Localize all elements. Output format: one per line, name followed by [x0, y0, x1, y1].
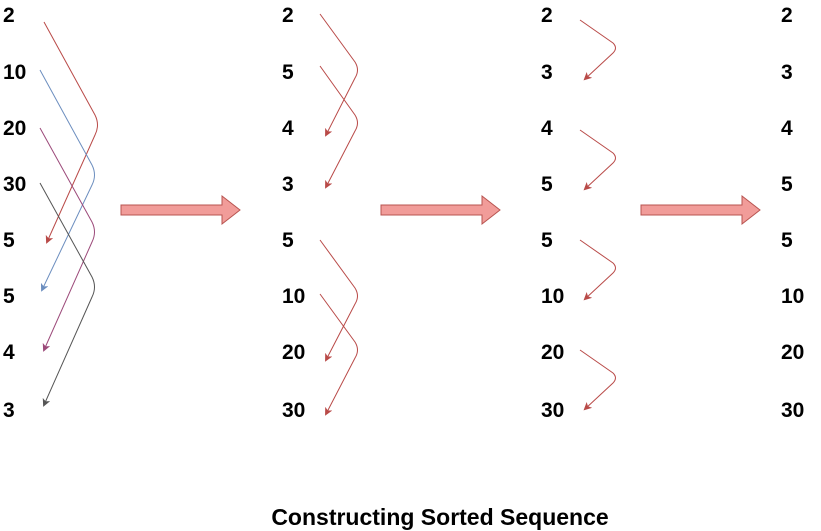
stage-arrow-2	[380, 194, 501, 226]
col1-item-7: 4	[3, 341, 15, 364]
merge-connector-12	[579, 349, 616, 411]
col2-item-2: 5	[282, 61, 294, 84]
merge-connector-6	[319, 65, 358, 189]
col4-item-5: 5	[781, 229, 793, 252]
col4-item-7: 20	[781, 341, 805, 364]
merge-connector-11	[579, 239, 616, 301]
merge-connector-1	[43, 21, 98, 244]
col2-item-5: 5	[282, 229, 294, 252]
col1-item-6: 5	[3, 285, 15, 308]
col2-item-6: 10	[282, 285, 306, 308]
merge-connector-9	[579, 19, 616, 81]
col4-item-3: 4	[781, 117, 793, 140]
col4-item-2: 3	[781, 61, 793, 84]
col1-item-4: 30	[3, 173, 27, 196]
col1-item-8: 3	[3, 399, 15, 422]
col3-item-6: 10	[541, 285, 565, 308]
merge-connector-8	[319, 293, 358, 416]
stage-arrow-3	[640, 194, 761, 226]
col4-item-8: 30	[781, 399, 805, 422]
col1-item-2: 10	[3, 61, 27, 84]
col3-item-3: 4	[541, 117, 553, 140]
col2-item-1: 2	[282, 4, 294, 27]
merge-connector-2	[39, 69, 95, 292]
merge-connector-10	[579, 129, 616, 191]
diagram-caption: Constructing Sorted Sequence	[271, 504, 609, 530]
merge-connector-3	[39, 127, 95, 352]
col1-item-1: 2	[3, 4, 15, 27]
col3-item-8: 30	[541, 399, 565, 422]
col4-item-1: 2	[781, 4, 793, 27]
merge-connector-4	[39, 182, 95, 407]
col4-item-6: 10	[781, 285, 805, 308]
col2-item-7: 20	[282, 341, 306, 364]
col1-item-3: 20	[3, 117, 27, 140]
merge-connector-7	[319, 239, 358, 362]
col3-item-5: 5	[541, 229, 553, 252]
merge-connector-5	[319, 13, 358, 137]
col2-item-8: 30	[282, 399, 306, 422]
col3-item-2: 3	[541, 61, 553, 84]
col1-item-5: 5	[3, 229, 15, 252]
col2-item-3: 4	[282, 117, 294, 140]
col2-item-4: 3	[282, 173, 294, 196]
col3-item-4: 5	[541, 173, 553, 196]
col3-item-7: 20	[541, 341, 565, 364]
col4-item-4: 5	[781, 173, 793, 196]
col3-item-1: 2	[541, 4, 553, 27]
stage-arrow-1	[120, 194, 241, 226]
